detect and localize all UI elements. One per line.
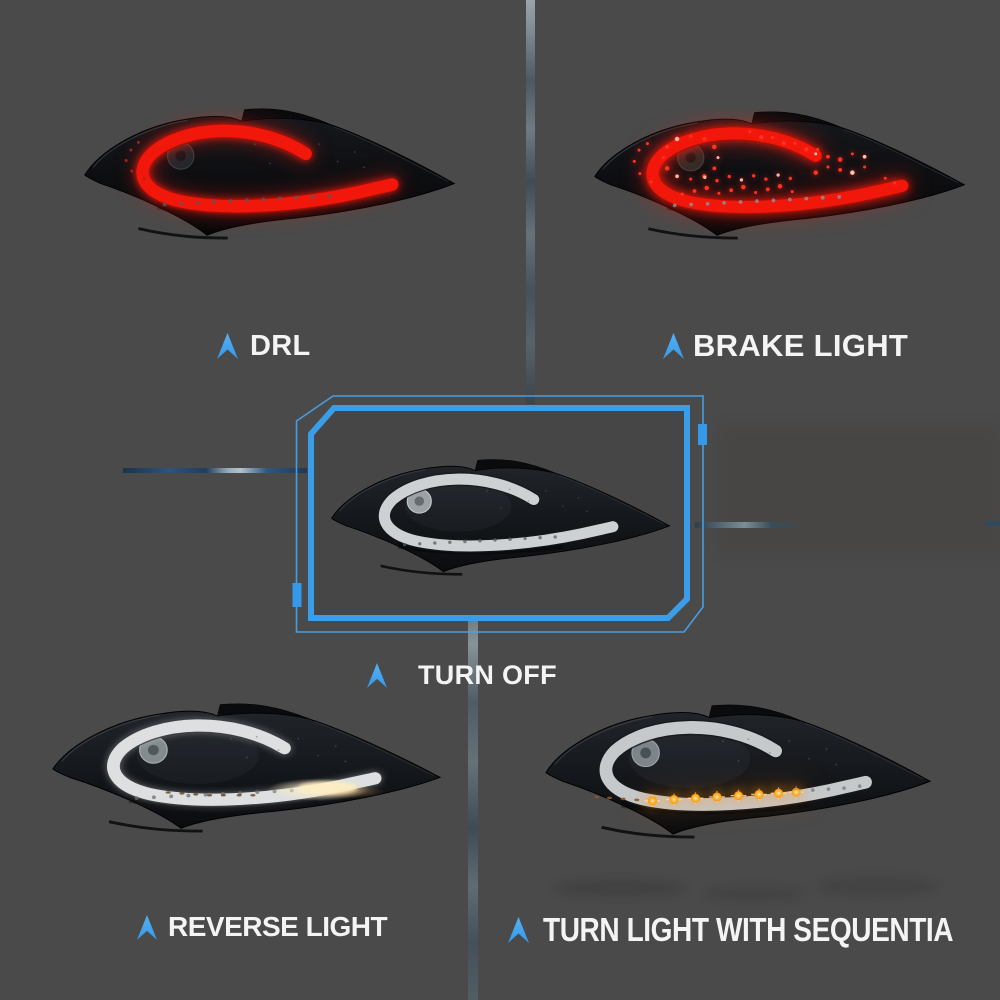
background-smudge xyxy=(703,887,805,900)
background-smudge xyxy=(554,880,686,896)
caption-label: TURN OFF xyxy=(418,659,557,690)
caption-drl: DRL xyxy=(217,329,311,362)
frame-outer-line xyxy=(295,395,704,633)
frame-accent-bar-left xyxy=(292,583,302,607)
chevron-up-icon xyxy=(217,333,238,359)
caption-brake-light: BRAKE LIGHT xyxy=(663,328,909,363)
tail-light-photo-turn xyxy=(543,702,934,839)
tail-light-photo-reverse xyxy=(50,701,444,833)
caption-label: REVERSE LIGHT xyxy=(168,911,388,942)
vertical-light-streak-top xyxy=(526,0,535,404)
caption-turn-light-sequential: TURN LIGHT WITH SEQUENTIA xyxy=(508,911,1000,948)
chevron-up-icon xyxy=(508,916,529,943)
caption-label: TURN LIGHT WITH SEQUENTIA xyxy=(543,910,954,948)
horizontal-light-streak-left xyxy=(123,468,307,473)
horizontal-light-streak-right-fragment xyxy=(985,521,1000,526)
chevron-up-icon xyxy=(367,662,387,688)
caption-label: BRAKE LIGHT xyxy=(693,328,909,363)
chevron-up-icon xyxy=(137,914,157,940)
chevron-up-icon xyxy=(663,333,684,359)
tail-light-photo-brake xyxy=(592,109,968,240)
frame-accent-bar-right xyxy=(698,424,707,445)
background-watermark-patch xyxy=(718,426,1000,554)
caption-reverse-light: REVERSE LIGHT xyxy=(137,911,388,942)
background-smudge xyxy=(816,877,938,895)
tail-light-photo-off xyxy=(329,457,673,576)
tail-light-photo-drl xyxy=(82,106,458,240)
caption-label: DRL xyxy=(250,329,311,362)
caption-turn-off: TURN OFF xyxy=(367,659,557,690)
